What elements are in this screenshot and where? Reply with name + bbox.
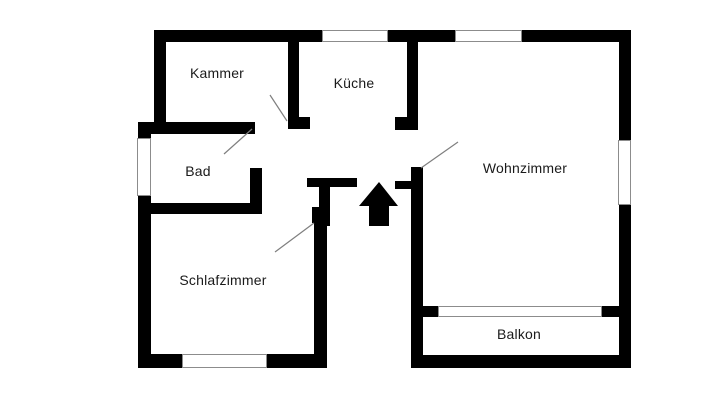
- entry-jog-notch: [312, 207, 320, 223]
- window-kueche-top: [322, 30, 388, 42]
- room-label-kammer: Kammer: [189, 65, 245, 81]
- window-bad-left: [137, 138, 151, 196]
- door-swing-schlafzimmer: [274, 222, 315, 253]
- window-schlafzimmer-bottom: [182, 354, 267, 368]
- kueche-wall-right: [407, 42, 418, 118]
- wohnzimmer-wall-left: [411, 167, 423, 368]
- kammer-kueche-divider-foot: [288, 117, 310, 129]
- door-swing-kammer: [269, 94, 288, 122]
- room-label-bad: Bad: [185, 163, 211, 179]
- kueche-wall-right-foot: [395, 117, 418, 130]
- room-label-wohnzimmer: Wohnzimmer: [482, 160, 568, 176]
- entry-jog-upper: [319, 186, 330, 226]
- outer-wall-top: [154, 30, 631, 42]
- room-label-kueche: Küche: [333, 75, 375, 91]
- door-swing-wohnzimmer: [420, 141, 459, 169]
- window-wohnzimmer-right: [618, 140, 631, 205]
- entry-jamb-left: [307, 178, 357, 187]
- window-wohnzimmer-top: [455, 30, 522, 42]
- bad-wall-bottom: [138, 203, 262, 214]
- bad-wall-right: [250, 168, 262, 214]
- window-balkon-door: [438, 306, 602, 317]
- kammer-wall-left: [154, 30, 166, 133]
- kammer-wall-bottom: [138, 122, 255, 134]
- entrance-arrow-icon: [359, 182, 398, 226]
- kammer-kueche-divider: [288, 42, 299, 120]
- entry-jamb-right: [395, 181, 412, 189]
- balkon-wall-bottom: [411, 355, 631, 368]
- schlafzimmer-wall-right: [314, 222, 327, 368]
- room-label-balkon: Balkon: [496, 326, 542, 342]
- balkon-divider-left: [411, 306, 438, 317]
- room-label-schlafzimmer: Schlafzimmer: [179, 272, 267, 288]
- balkon-divider-right: [602, 306, 619, 317]
